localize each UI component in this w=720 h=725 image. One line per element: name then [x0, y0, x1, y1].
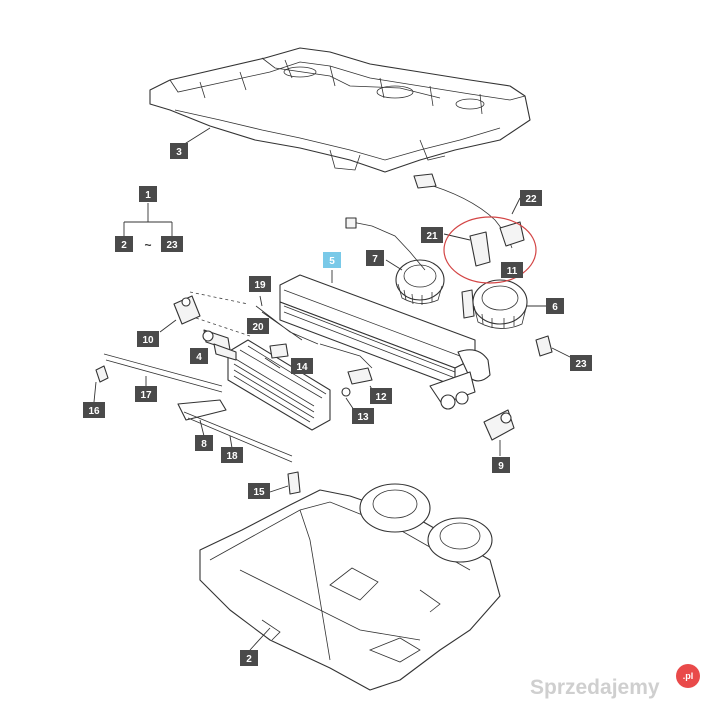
lower-housing	[199, 483, 501, 691]
relation-bracket	[123, 203, 173, 236]
heater-core	[202, 329, 331, 431]
svg-text:7: 7	[372, 254, 378, 265]
svg-text:13: 13	[357, 412, 369, 423]
svg-text:22: 22	[525, 194, 537, 205]
label-12: 12	[370, 388, 392, 404]
svg-text:23: 23	[166, 240, 178, 251]
svg-text:20: 20	[252, 322, 264, 333]
top-cover-housing	[149, 47, 531, 173]
label-14: 14	[291, 358, 313, 374]
label-4: 4	[190, 348, 208, 364]
sensor-23	[535, 335, 573, 359]
svg-text:12: 12	[375, 392, 387, 403]
watermark-suffix: .pl	[683, 671, 694, 681]
svg-text:2: 2	[121, 240, 127, 251]
label-21: 21	[421, 227, 443, 243]
svg-text:15: 15	[253, 487, 265, 498]
label-23-range-end: 23	[161, 236, 183, 252]
label-23-sensor: 23	[570, 355, 592, 371]
svg-text:23: 23	[575, 359, 587, 370]
label-10: 10	[137, 331, 159, 347]
label-6: 6	[546, 298, 564, 314]
label-7: 7	[366, 250, 384, 266]
svg-text:3: 3	[176, 147, 182, 158]
actuator-10	[159, 291, 251, 337]
linkage-rods	[93, 295, 377, 495]
label-20: 20	[247, 318, 269, 334]
detail-callout-circle	[443, 216, 537, 284]
svg-text:5: 5	[329, 256, 335, 267]
label-3: 3	[170, 143, 188, 159]
label-18: 18	[221, 447, 243, 463]
label-13: 13	[352, 408, 374, 424]
label-9: 9	[492, 457, 510, 473]
svg-text:2: 2	[246, 654, 252, 665]
blower-motor-6	[472, 279, 546, 329]
watermark: Sprzedajemy .pl	[530, 664, 700, 699]
label-19: 19	[249, 276, 271, 292]
svg-text:10: 10	[142, 335, 154, 346]
svg-text:14: 14	[296, 362, 308, 373]
label-15: 15	[248, 483, 270, 499]
svg-text:11: 11	[507, 266, 518, 277]
svg-text:19: 19	[254, 280, 266, 291]
watermark-text: Sprzedajemy	[530, 676, 660, 699]
svg-text:1: 1	[145, 190, 151, 201]
svg-text:16: 16	[88, 406, 100, 417]
label-22: 22	[520, 190, 542, 206]
label-17: 17	[135, 386, 157, 402]
label-11: 11	[501, 262, 523, 278]
svg-text:9: 9	[498, 461, 504, 472]
svg-text:21: 21	[426, 231, 438, 242]
label-8: 8	[195, 435, 213, 451]
svg-text:18: 18	[226, 451, 238, 462]
evaporator-core	[279, 270, 491, 410]
range-tilde: ~	[144, 238, 151, 252]
label-2-lower-housing: 2	[240, 650, 258, 666]
wiring-harness	[345, 173, 525, 319]
svg-text:17: 17	[140, 390, 152, 401]
label-2-range-start: 2	[115, 236, 133, 252]
watermark-badge-icon	[676, 664, 700, 688]
svg-text:6: 6	[552, 302, 558, 313]
label-5-highlighted: 5	[323, 252, 341, 268]
svg-text:8: 8	[201, 439, 207, 450]
actuator-9	[483, 409, 515, 456]
label-1: 1	[139, 186, 157, 202]
blower-motor-7	[385, 259, 445, 305]
svg-text:4: 4	[196, 352, 202, 363]
label-16: 16	[83, 402, 105, 418]
